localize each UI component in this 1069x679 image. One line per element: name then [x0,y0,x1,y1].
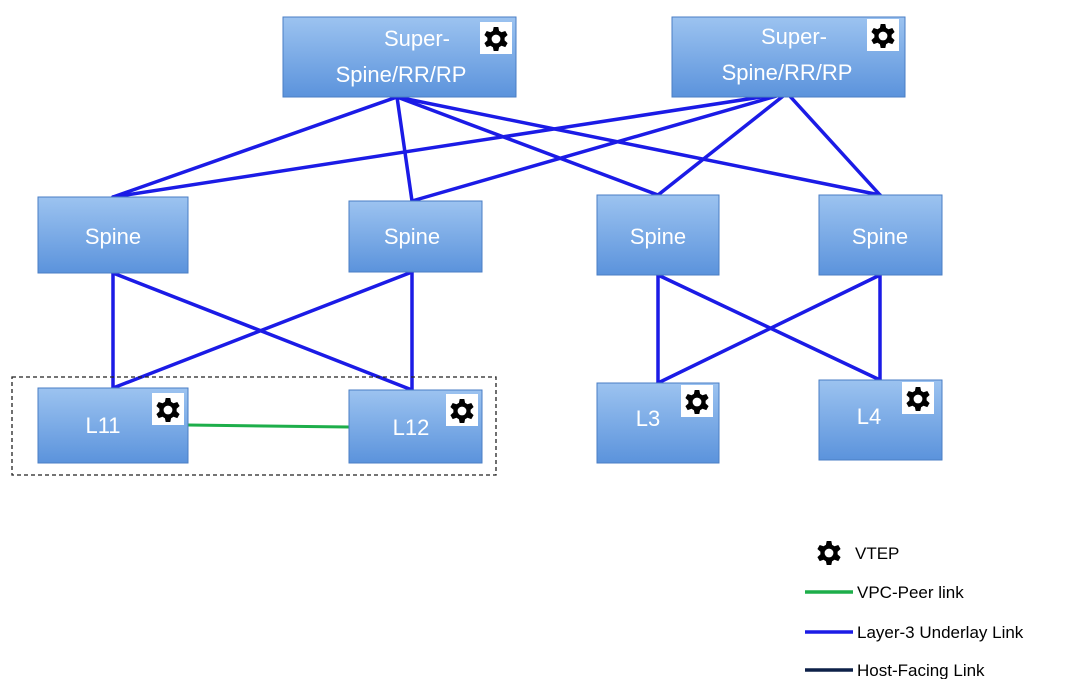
underlay-link-s4-l3 [656,273,882,385]
legend-label: VPC-Peer link [857,583,964,602]
spine-label: Spine [85,224,141,249]
leaf-label: L3 [636,406,660,431]
vpc-peer-link-l11-l12 [186,423,351,429]
spine-node-s2: Spine [348,200,483,273]
super-spine-box [671,16,906,98]
legend-item-vtep: VTEP [817,541,899,565]
spine-box [37,196,189,274]
vtep-gear-icon [480,22,512,54]
underlay-link-ss2-s1 [111,91,789,199]
legend-item-vpc_peer: VPC-Peer link [805,583,964,602]
spine-node-s3: Spine [596,194,720,276]
underlay-link-ss1-s3 [395,95,660,197]
leaf-node-l3: L3 [596,382,720,464]
spine-node-s1: Spine [37,196,189,274]
vtep-gear-icon [152,393,184,425]
gear-icon [817,541,841,565]
leaf-label: L4 [857,404,881,429]
leaf-node-l4: L4 [818,379,943,461]
underlay-link-ss2-s2 [410,91,789,203]
vpc-group-layer [11,376,497,476]
spine-box [596,194,720,276]
spine-box [348,200,483,273]
super-spine-box [282,16,517,98]
spine-label: Spine [852,224,908,249]
legend-label: Layer-3 Underlay Link [857,623,1024,642]
spine-label: Spine [630,224,686,249]
leaf-node-l11: L11 [37,387,189,464]
links-layer [111,91,882,429]
vtep-gear-icon [902,382,934,414]
underlay-link-ss1-s1 [111,95,399,199]
underlay-link-ss2-s3 [656,91,789,197]
legend-item-host_facing: Host-Facing Link [805,661,985,679]
super-spine-label-line: Super- [384,26,450,51]
underlay-link-ss1-s4 [395,95,882,197]
underlay-link-ss2-s4 [785,91,882,197]
legend-item-underlay: Layer-3 Underlay Link [805,623,1024,642]
leaf-label: L11 [85,413,120,438]
spine-node-s4: Spine [818,194,943,276]
super-spine-node-ss1: Super- Spine/RR/RP [282,16,517,98]
super-spine-label-line: Super- [761,24,827,49]
vtep-gear-icon [681,385,713,417]
legend-label: Host-Facing Link [857,661,985,679]
legend-label: VTEP [855,544,899,563]
vpc-pair-group-box [11,376,497,476]
leaf-node-l12: L12 [348,389,483,464]
super-spine-node-ss2: Super- Spine/RR/RP [671,16,906,98]
underlay-link-ss1-s2 [395,95,414,203]
nodes-layer: Super- Spine/RR/RP Super- Spine/RR/RP Spine S… [37,16,943,464]
vtep-gear-icon [446,394,478,426]
underlay-link-s2-l11 [111,270,414,390]
super-spine-label-line: Spine/RR/RP [722,60,853,85]
super-spine-label-line: Spine/RR/RP [336,62,467,87]
leaf-label: L12 [393,415,430,440]
spine-box [818,194,943,276]
spine-label: Spine [384,224,440,249]
vtep-gear-icon [867,19,899,51]
